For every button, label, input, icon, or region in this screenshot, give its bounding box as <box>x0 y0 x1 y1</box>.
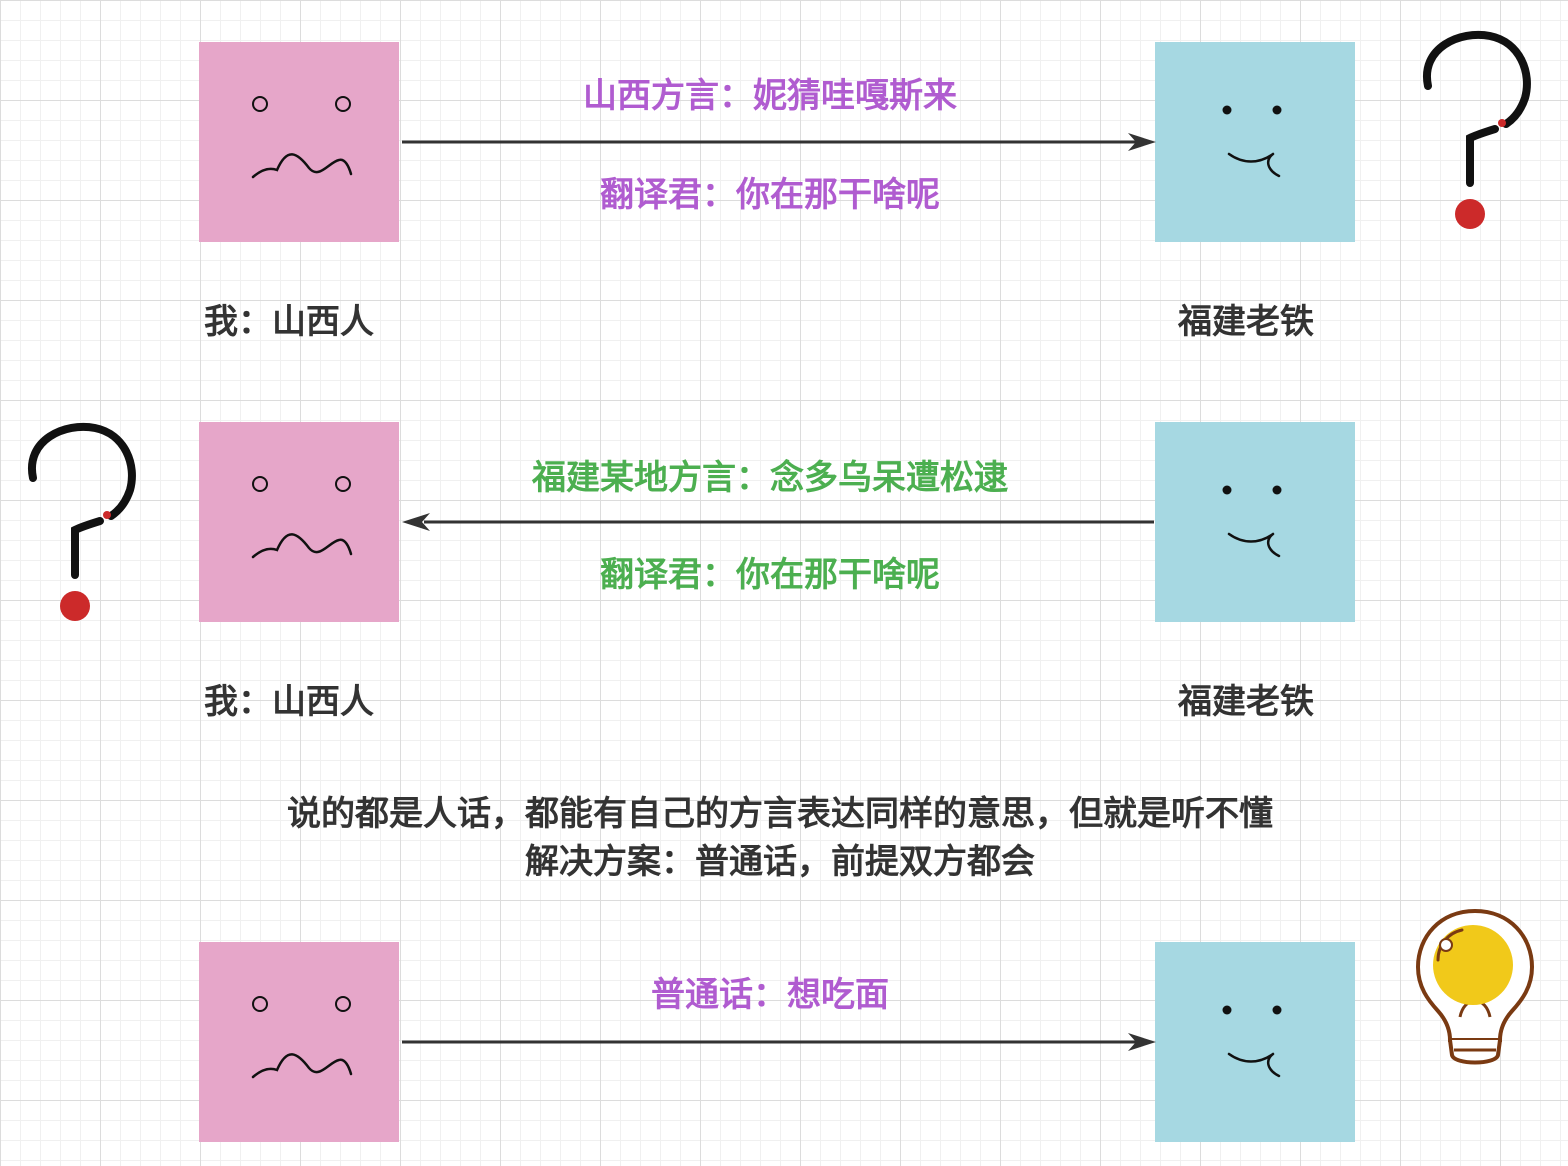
confused-face-icon <box>251 96 353 179</box>
solution-line: 解决方案：普通话，前提双方都会 <box>525 842 1035 882</box>
lightbulb-icon <box>1415 908 1535 1065</box>
arrow-left-scene2 <box>402 513 1154 531</box>
translation-message-scene2: 翻译君：你在那干啥呢 <box>600 555 940 595</box>
right-person-label-scene2: 福建老铁 <box>1178 682 1314 722</box>
translation-message-scene1: 翻译君：你在那干啥呢 <box>600 175 940 215</box>
left-person-label-scene1: 我：山西人 <box>204 302 374 342</box>
question-mark-icon <box>27 422 136 621</box>
explanation-line: 说的都是人话，都能有自己的方言表达同样的意思，但就是听不懂 <box>287 794 1273 834</box>
smiling-face-icon <box>1222 105 1282 178</box>
right-person-label-scene1: 福建老铁 <box>1178 302 1314 342</box>
confused-face-icon <box>251 476 353 559</box>
smiling-face-icon <box>1222 485 1282 558</box>
confused-face-box-scene1 <box>199 42 399 242</box>
left-person-label-scene2: 我：山西人 <box>204 682 374 722</box>
confused-face-box-scene3 <box>199 942 399 1142</box>
smiling-face-box-scene2 <box>1155 422 1355 622</box>
confused-face-box-scene2 <box>199 422 399 622</box>
mandarin-message-scene3: 普通话：想吃面 <box>651 975 889 1015</box>
dialect-message-scene1: 山西方言：妮猜哇嘎斯来 <box>583 76 957 116</box>
arrow-right-scene3 <box>402 1033 1156 1051</box>
question-mark-icon <box>1422 30 1531 229</box>
confused-face-icon <box>251 996 353 1079</box>
smiling-face-box-scene3 <box>1155 942 1355 1142</box>
dialect-message-scene2: 福建某地方言：念多乌呆遭松逮 <box>532 458 1008 498</box>
smiling-face-box-scene1 <box>1155 42 1355 242</box>
smiling-face-icon <box>1222 1005 1282 1078</box>
arrow-right-scene1 <box>402 133 1156 151</box>
